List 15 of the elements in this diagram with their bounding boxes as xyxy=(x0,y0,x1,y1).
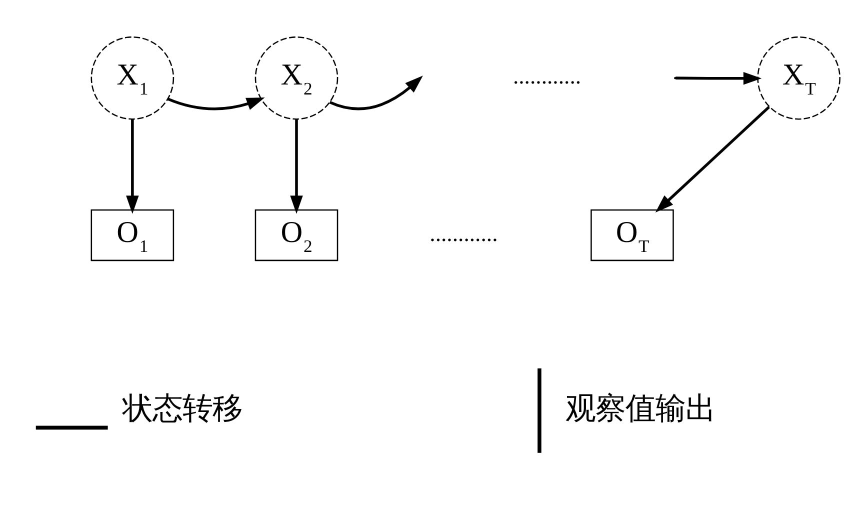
label: ............ xyxy=(430,220,498,246)
node-circle: X$_{2}$ xyxy=(254,36,338,120)
legend-label: 状态转移 xyxy=(122,390,242,426)
node-circle: X$_{T}$ xyxy=(757,36,840,120)
node-circle: X$_{1}$ xyxy=(90,36,174,120)
node-box: O$_{2}$ xyxy=(254,208,338,261)
arrow xyxy=(126,118,139,214)
arrow xyxy=(676,72,762,84)
legend-label: 观察值输出 xyxy=(565,390,716,426)
arrow xyxy=(655,105,770,212)
arrow xyxy=(290,118,303,214)
label: ............ xyxy=(512,63,582,88)
arrow xyxy=(167,97,265,110)
node-box: O$_{T}$ xyxy=(590,208,674,261)
node-box: O$_{1}$ xyxy=(90,208,174,261)
